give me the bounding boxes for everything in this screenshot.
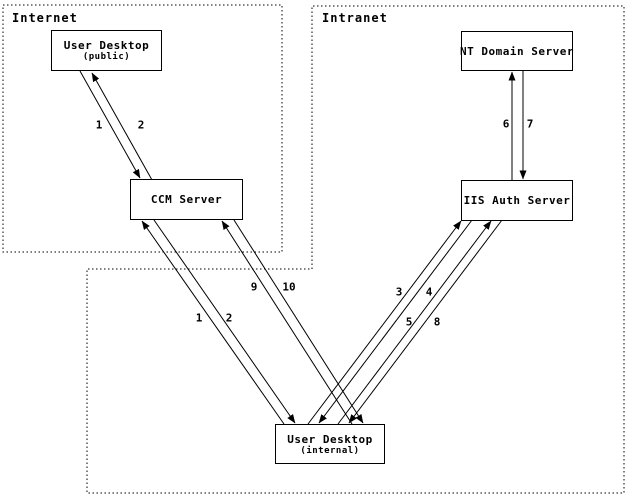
arrow-step10-ccm-to-internal	[233, 219, 364, 424]
node-title: User Desktop	[63, 39, 150, 52]
node-user-desktop-public: User Desktop (public)	[51, 30, 162, 71]
internet-region-label: Internet	[12, 11, 78, 25]
node-title: IIS Auth Server	[463, 194, 571, 207]
edge-label-step5: 5	[405, 315, 413, 329]
node-user-desktop-internal: User Desktop (internal)	[275, 424, 385, 464]
node-subtitle: (public)	[82, 52, 131, 62]
intranet-region-label: Intranet	[322, 11, 388, 25]
arrow-step1-public-to-ccm	[79, 70, 141, 179]
edge-label-step1-internal: 1	[195, 311, 203, 325]
node-ccm-server: CCM Server	[130, 179, 243, 220]
arrow-step3-internal-to-iis	[307, 220, 462, 425]
arrow-step2-ccm-to-internal	[153, 219, 296, 424]
edge-label-step1-public: 1	[95, 118, 103, 132]
edge-label-step2-internal: 2	[225, 311, 233, 325]
arrow-step9-internal-to-ccm	[221, 220, 353, 425]
node-nt-domain-server: NT Domain Server	[460, 31, 574, 71]
node-title: NT Domain Server	[460, 44, 574, 58]
node-subtitle: (internal)	[300, 445, 360, 456]
arrow-step1-internal-to-ccm	[141, 220, 285, 425]
edge-label-step9: 9	[250, 280, 258, 294]
edge-label-step6: 6	[502, 117, 510, 131]
internet-region-border	[2, 4, 283, 253]
node-title: User Desktop	[287, 432, 373, 446]
edge-label-step4: 4	[425, 285, 433, 299]
edge-label-step3: 3	[395, 285, 403, 299]
edge-label-step2-public: 2	[137, 118, 145, 132]
arrow-step2-ccm-to-public	[91, 72, 153, 181]
node-title: CCM Server	[150, 193, 223, 206]
arrow-step8-iis-to-internal	[348, 219, 503, 424]
node-iis-auth-server: IIS Auth Server	[461, 180, 573, 221]
edge-label-step7: 7	[526, 117, 534, 131]
edge-label-step8: 8	[433, 315, 441, 329]
edge-label-step10: 10	[282, 280, 296, 294]
intranet-region-border	[86, 5, 625, 494]
arrow-step4-iis-to-internal	[318, 219, 473, 424]
arrow-step5-internal-to-iis	[337, 220, 492, 425]
